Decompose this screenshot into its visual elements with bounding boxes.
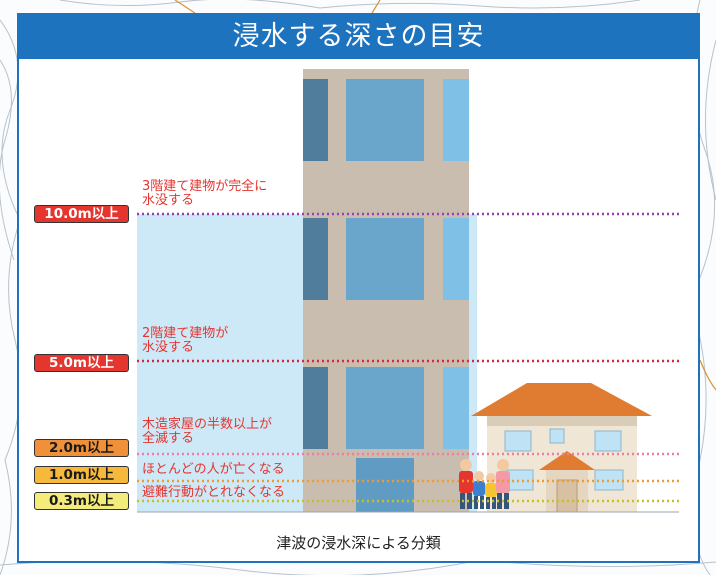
level-note-0-3m: 避難行動がとれなくなる	[142, 485, 286, 500]
level-badge-5m: 5.0m以上	[34, 354, 129, 372]
flood-scene	[137, 69, 679, 513]
page-title: 浸水する深さの目安	[19, 15, 698, 59]
level-note-2m: 木造家屋の半数以上が 全滅する	[142, 417, 273, 446]
figure-caption: 津波の浸水深による分類	[276, 534, 441, 552]
level-badge-1m: 1.0m以上	[34, 466, 129, 484]
level-note-10m: 3階建て建物が完全に 水没する	[142, 179, 268, 208]
level-note-5m: 2階建て建物が 水没する	[142, 326, 229, 355]
level-badge-2m: 2.0m以上	[34, 439, 129, 457]
diagram-card: 浸水する深さの目安	[17, 13, 700, 563]
level-note-1m: ほとんどの人が亡くなる	[142, 462, 285, 477]
wooden-house	[471, 383, 652, 513]
family-figures	[459, 459, 510, 509]
building	[303, 69, 469, 512]
level-badge-0-3m: 0.3m以上	[34, 492, 129, 510]
level-badge-10m: 10.0m以上	[34, 205, 129, 223]
